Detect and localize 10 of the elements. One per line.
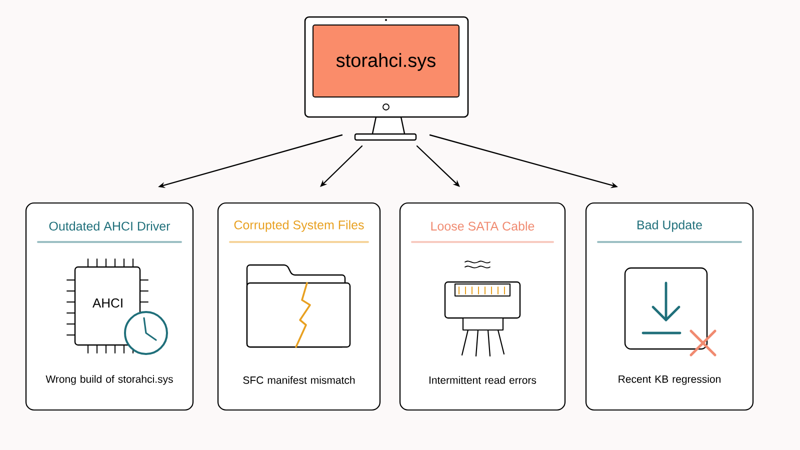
card-heading: Bad Update	[638, 220, 702, 232]
card	[399, 202, 566, 411]
card-caption: Recent KB regression	[618, 375, 720, 385]
card-caption: Wrong build of storahci.sys	[46, 375, 173, 385]
card-heading: Corrupted System Files	[234, 220, 364, 232]
card-caption: SFC manifest mismatch	[243, 376, 355, 384]
card-caption: Intermittent read errors	[430, 376, 536, 384]
card-heading: Outdated AHCI Driver	[49, 221, 170, 231]
monitor: storahci.sys	[304, 16, 469, 118]
card-heading: Loose SATA Cable	[431, 221, 534, 231]
